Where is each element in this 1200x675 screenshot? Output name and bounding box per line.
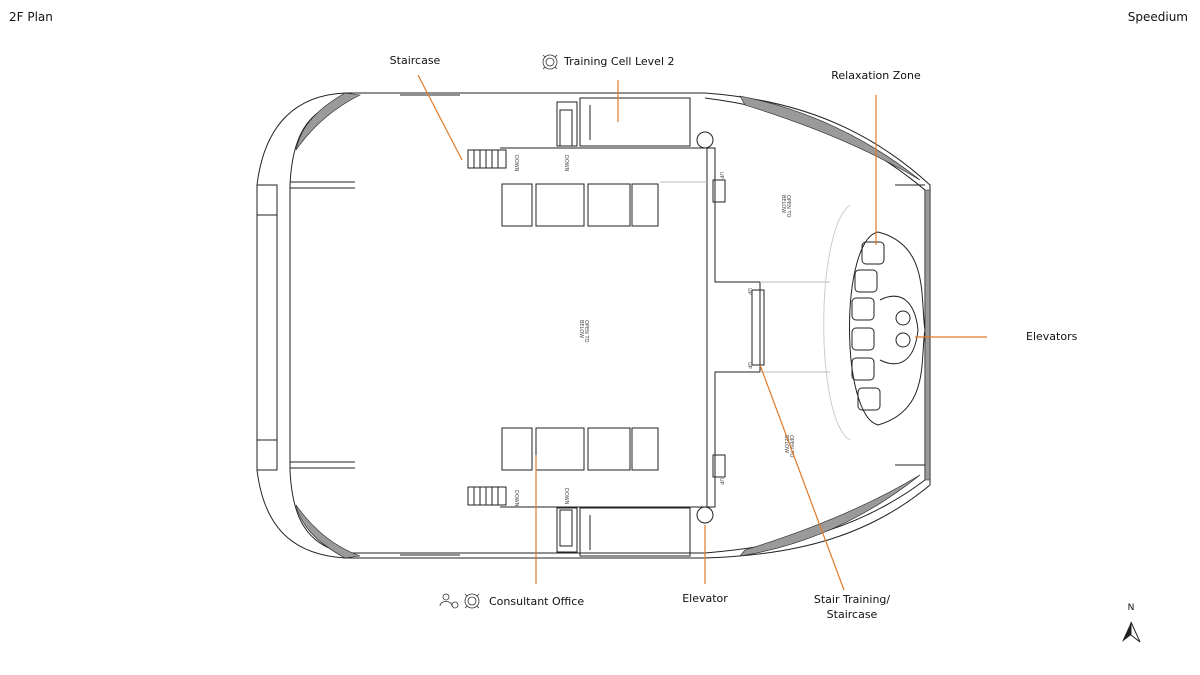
label-consultant-office: Consultant Office (489, 595, 585, 608)
north-arrow-icon (1122, 621, 1141, 643)
label-stair-training: Stair Training/ Staircase (814, 592, 890, 622)
svg-text:DOWN: DOWN (513, 155, 519, 172)
leader-stair-training (759, 364, 845, 591)
svg-text:DOWN: DOWN (563, 488, 569, 505)
label-relaxation-zone: Relaxation Zone (831, 69, 921, 82)
entrance-notch (257, 184, 278, 471)
shaded-wall-east (924, 189, 931, 481)
north-label: N (1127, 603, 1135, 613)
plan-title: 2F Plan (9, 10, 53, 24)
svg-text:BELOW: BELOW (783, 435, 789, 453)
svg-text:UP: UP (746, 362, 752, 369)
label-elevators: Elevators (1026, 330, 1078, 343)
leader-staircase (417, 74, 463, 161)
label-stair-training-line1: Stair Training/ (813, 593, 891, 606)
central-corridor (500, 147, 761, 508)
open-to-below-se: OPEN TO (788, 435, 794, 457)
svg-text:DOWN: DOWN (563, 155, 569, 172)
stair-left-bottom (467, 486, 507, 506)
label-staircase: Staircase (389, 54, 441, 67)
svg-text:BELOW: BELOW (578, 320, 584, 338)
label-stair-training-line2: Staircase (826, 608, 878, 621)
shaded-wall-nw (295, 92, 362, 151)
stair-left-top (467, 149, 507, 169)
svg-text:UP: UP (718, 172, 724, 179)
person-icon (439, 593, 459, 609)
svg-text:BELOW: BELOW (780, 195, 786, 213)
relaxation-zone-pod (849, 231, 926, 426)
open-to-below-ne: OPEN TO (785, 195, 791, 217)
outer-shell (256, 92, 931, 559)
svg-text:UP: UP (718, 478, 724, 485)
ai-chip-icon (542, 54, 558, 70)
ai-chip-icon (464, 593, 480, 609)
project-name: Speedium (1127, 10, 1188, 24)
inner-shell (289, 97, 926, 554)
shaded-wall-sw (295, 504, 361, 559)
label-elevator: Elevator (682, 592, 728, 605)
svg-text:UP: UP (746, 288, 752, 295)
svg-text:DOWN: DOWN (513, 490, 519, 507)
shaded-wall-ne (739, 95, 921, 181)
label-training-cell: Training Cell Level 2 (564, 55, 675, 68)
open-to-below-center: OPEN TO (583, 320, 589, 342)
training-cell-top (579, 97, 691, 147)
training-cell-bottom (579, 507, 691, 557)
shaded-wall-se (739, 474, 921, 557)
